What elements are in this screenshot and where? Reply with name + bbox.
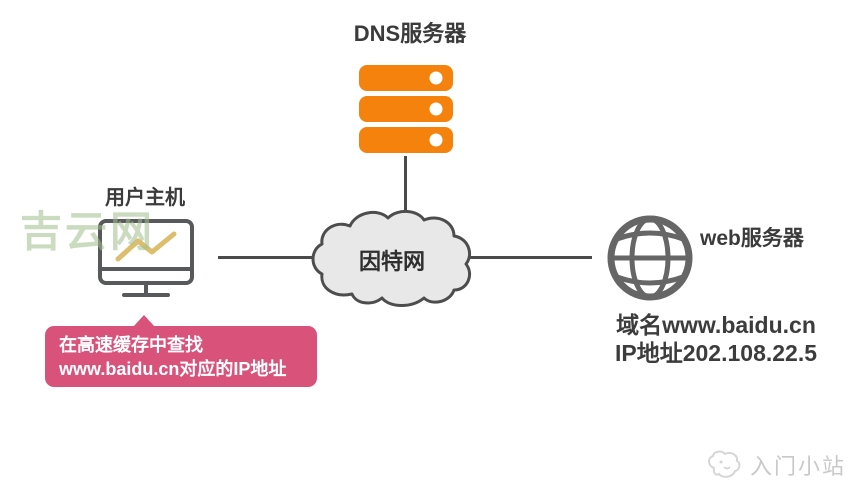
connector-cloud-to-webserver xyxy=(468,256,592,259)
user-host-monitor-icon xyxy=(96,217,196,301)
connector-dns-to-cloud xyxy=(404,156,407,213)
internet-cloud: 因特网 xyxy=(308,206,476,308)
cache-lookup-tooltip: 在高速缓存中查找 www.baidu.cn对应的IP地址 xyxy=(45,315,317,387)
web-server-globe-icon xyxy=(605,213,695,303)
footer-watermark-text: 入门小站 xyxy=(750,454,847,479)
web-server-domain: 域名www.baidu.cn xyxy=(616,312,816,338)
footer-watermark: 入门小站 xyxy=(704,447,846,483)
web-server-ip: IP地址202.108.22.5 xyxy=(614,340,818,366)
internet-label: 因特网 xyxy=(358,249,425,274)
user-host-label: 用户主机 xyxy=(105,187,185,209)
tooltip-line1: 在高速缓存中查找 xyxy=(59,335,203,355)
dns-server-label: DNS服务器 xyxy=(353,21,467,46)
web-server-info: 域名www.baidu.cn IP地址202.108.22.5 xyxy=(598,311,834,367)
web-server-label: web服务器 xyxy=(700,227,804,250)
footer-logo-icon xyxy=(704,448,744,482)
tooltip-line2: www.baidu.cn对应的IP地址 xyxy=(59,359,287,379)
connector-user-to-cloud xyxy=(218,256,317,259)
dns-server-icon xyxy=(357,61,455,157)
